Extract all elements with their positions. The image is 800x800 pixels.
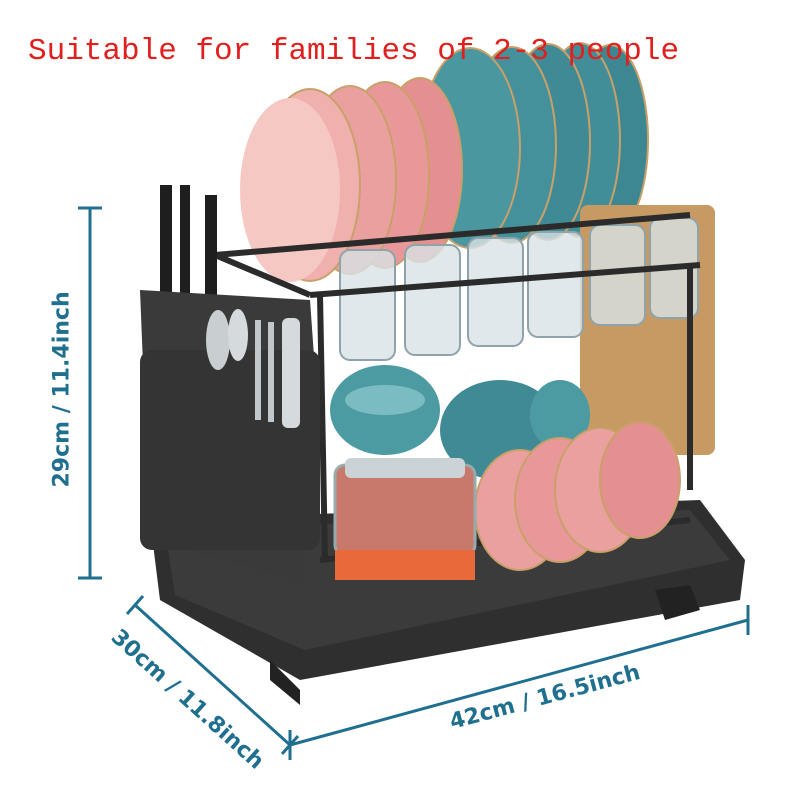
lower-dishes [330, 365, 681, 580]
utensil-holder [140, 185, 320, 580]
depth-line [133, 603, 292, 747]
glasses [339, 217, 699, 361]
headline: Suitable for families of 2-3 people [28, 34, 680, 69]
pink-plates [240, 77, 463, 282]
height-label: 29cm / 11.4inch [49, 291, 75, 488]
width-line [289, 618, 749, 747]
dimension-lines [78, 206, 750, 760]
